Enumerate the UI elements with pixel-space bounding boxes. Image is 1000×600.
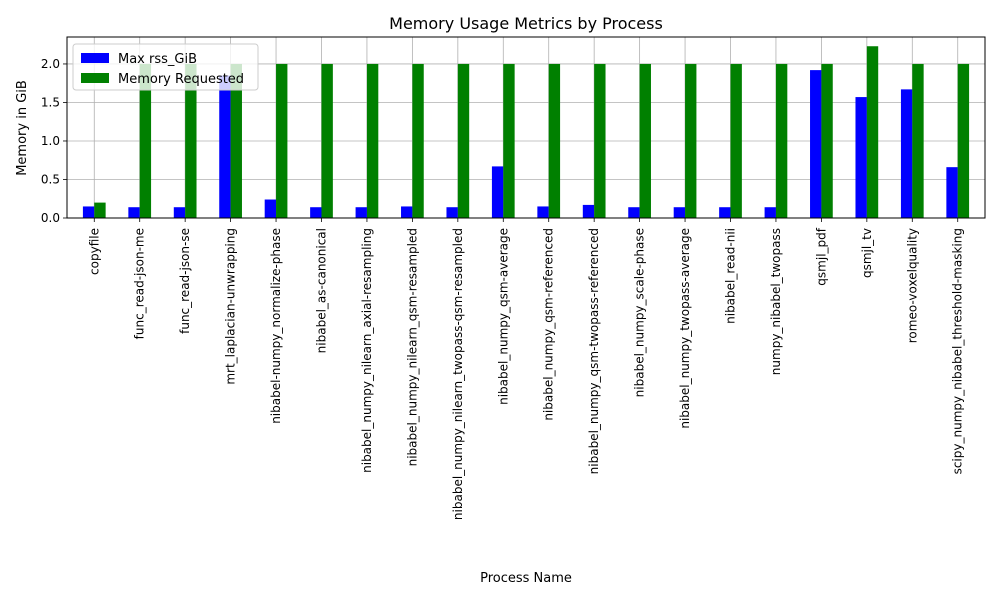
bar-memory-requested (548, 63, 561, 219)
legend-swatch (81, 53, 109, 63)
bar-max-rss (900, 89, 913, 218)
x-tick-label: scipy_numpy_nibabel_threshold-masking (951, 228, 965, 474)
x-tick-label: func_read-json-se (178, 228, 192, 334)
x-tick-label: nibabel_numpy_twopass-average (678, 228, 692, 429)
plot-frame (66, 36, 986, 219)
bar-memory-requested (957, 63, 970, 219)
x-tick-label: nibabel_numpy_scale-phase (633, 228, 647, 397)
bar-max-rss (719, 207, 731, 218)
y-tick-label: 0.5 (41, 172, 60, 186)
x-tick-label: copyfile (87, 228, 101, 275)
bar-max-rss (82, 206, 95, 218)
bar-memory-requested (866, 46, 879, 218)
bar-memory-requested (775, 63, 788, 219)
bar-memory-requested (730, 63, 742, 219)
bar-max-rss (491, 166, 504, 218)
x-axis-ticks: copyfile func_read-json-me func_read-json-… (87, 218, 965, 520)
bar-max-rss (628, 207, 640, 218)
x-tick-label: mrt_laplacian-unwrapping (224, 228, 238, 385)
bar-memory-requested (457, 63, 470, 219)
bar-max-rss (264, 199, 277, 218)
y-tick-label: 1.0 (41, 134, 60, 148)
x-tick-label: numpy_nibabel_twopass (769, 228, 783, 375)
x-tick-label: nibabel_as-canonical (314, 228, 328, 353)
bar-memory-requested (185, 63, 197, 219)
bar-memory-requested (366, 63, 379, 219)
bar-max-rss (810, 70, 822, 219)
x-tick-label: nibabel_numpy_nilearn_twopass-qsm-resamp… (451, 228, 465, 520)
legend-box (72, 43, 259, 91)
x-tick-label: nibabel-numpy_normalize-phase (269, 228, 283, 424)
x-tick-label: nibabel_numpy_nilearn_axial-resampling (360, 228, 374, 473)
bar-max-rss (764, 207, 776, 218)
bar-max-rss (310, 207, 322, 218)
bar-max-rss (855, 97, 867, 218)
bar-max-rss (401, 206, 413, 218)
bar-max-rss (128, 207, 140, 218)
bar-memory-requested (503, 63, 515, 219)
bar-memory-requested (139, 63, 152, 219)
chart-title: Memory Usage Metrics by Process (389, 14, 663, 33)
x-tick-label: nibabel_numpy_nilearn_qsm-resampled (405, 228, 419, 466)
bar-max-rss (173, 207, 186, 218)
x-tick-label: nibabel_numpy_qsm-referenced (542, 228, 556, 421)
x-tick-label: qsmjl_pdf (814, 227, 828, 285)
x-tick-label: nibabel_numpy_qsm-average (496, 228, 510, 405)
bar-max-rss (219, 75, 231, 218)
y-axis-ticks: 0.0 0.5 1.0 1.5 2.0 (41, 57, 67, 225)
y-tick-label: 1.5 (41, 95, 60, 109)
bar-memory-requested (594, 63, 606, 219)
bar-memory-requested (94, 202, 106, 218)
bar-memory-requested (230, 63, 242, 219)
bar-memory-requested (685, 63, 697, 219)
x-tick-label: nibabel_read-nii (724, 228, 738, 324)
bar-max-rss (537, 206, 549, 218)
x-axis-label: Process Name (480, 571, 572, 586)
bar-max-rss (946, 167, 958, 218)
bars (82, 46, 970, 219)
bar-memory-requested (321, 63, 333, 219)
bar-memory-requested (821, 63, 833, 219)
bar-memory-requested (639, 63, 651, 219)
legend-swatch (81, 73, 109, 83)
bar-max-rss (446, 207, 458, 218)
legend: Max rss_GiB Memory Requested (72, 43, 259, 91)
x-tick-label: func_read-json-me (133, 228, 147, 339)
bar-memory-requested (276, 63, 288, 219)
x-tick-label: nibabel_numpy_qsm-twopass-referenced (587, 228, 601, 474)
bar-memory-requested (412, 63, 424, 219)
y-axis-label: Memory in GiB (15, 80, 30, 176)
bar-max-rss (582, 204, 595, 218)
x-tick-label: romeo-voxelquality (905, 228, 919, 343)
bar-max-rss (673, 207, 686, 218)
bar-max-rss (355, 207, 367, 218)
legend-label: Memory Requested (118, 72, 244, 87)
x-tick-label: qsmjl_tv (860, 228, 874, 278)
y-tick-label: 2.0 (41, 57, 60, 71)
bar-memory-requested (912, 63, 924, 219)
legend-label: Max rss_GiB (118, 52, 197, 67)
y-tick-label: 0.0 (41, 211, 60, 225)
